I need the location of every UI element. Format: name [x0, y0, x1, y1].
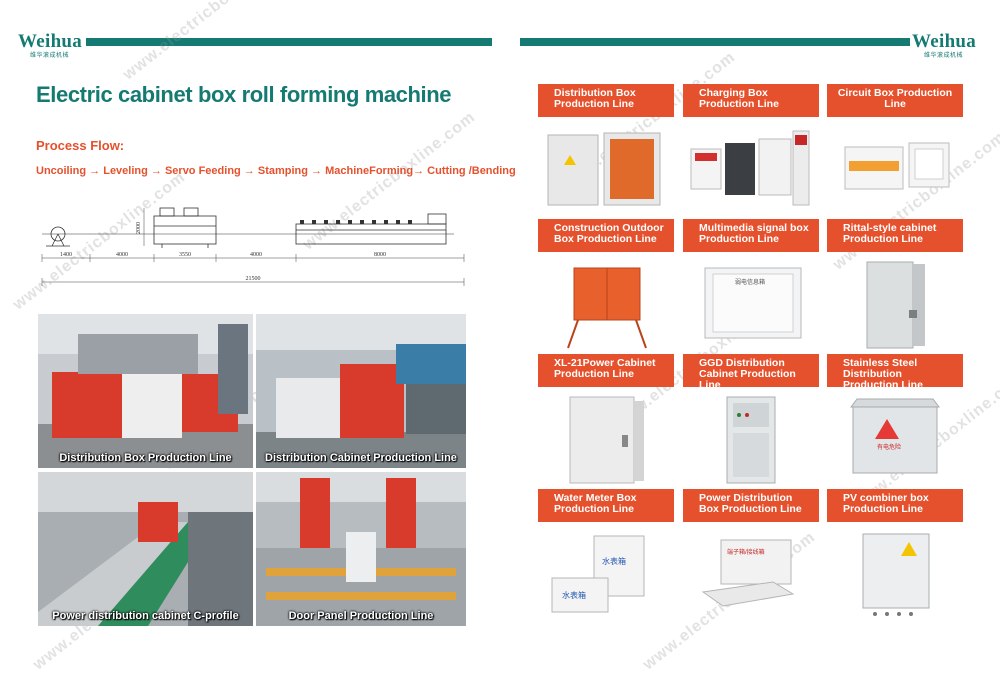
product-label: GGD Distribution Cabinet Production Line [683, 354, 819, 391]
product-card-water-meter-box: Water Meter Box Production Line 水表箱 水表箱 [538, 489, 674, 620]
dim-label: 4000 [116, 252, 128, 258]
product-image: 端子箱/接线箱 [683, 530, 819, 620]
product-card-construction-outdoor-box: Construction Outdoor Box Production Line [538, 219, 674, 350]
product-image [827, 125, 963, 215]
product-card-circuit-box: Circuit Box Production Line [827, 84, 963, 215]
product-label: Water Meter Box Production Line [538, 489, 674, 522]
product-image [827, 530, 963, 620]
product-label: Charging Box Production Line [683, 84, 819, 117]
brand-logo-right: Weihua [912, 31, 977, 52]
brand-logo-left: Weihua [18, 31, 83, 52]
product-card-power-distribution-box: Power Distribution Box Production Line 端… [683, 489, 819, 620]
product-card-charging-box: Charging Box Production Line [683, 84, 819, 215]
product-card-multimedia-box: Multimedia signal box Production Line 弱电… [683, 219, 819, 350]
dim-total: 21500 [246, 276, 261, 282]
dim-label: 3550 [179, 252, 191, 258]
brand-subtitle-right: 维华滚成机械 [924, 53, 964, 59]
product-label: Power Distribution Box Production Line [683, 489, 819, 522]
box-mark: 有电危险 [877, 443, 901, 451]
product-label: Stainless Steel Distribution Production … [827, 354, 963, 391]
product-image [538, 125, 674, 215]
product-image [683, 125, 819, 215]
photo-distribution-cabinet-line: Distribution Cabinet Production Line [256, 314, 466, 468]
product-card-distribution-box: Distribution Box Production Line [538, 84, 674, 215]
product-image [538, 395, 674, 485]
photo-caption: Power distribution cabinet C-profile [52, 610, 239, 622]
photo-door-panel-line: Door Panel Production Line [256, 472, 466, 626]
product-label: Multimedia signal box Production Line [683, 219, 819, 252]
product-label: Distribution Box Production Line [538, 84, 674, 117]
product-image [827, 260, 963, 350]
product-label: Rittal-style cabinet Production Line [827, 219, 963, 252]
product-card-xl21-cabinet: XL-21Power Cabinet Production Line [538, 354, 674, 485]
dim-label: 1400 [60, 252, 72, 258]
product-card-pv-combiner-box: PV combiner box Production Line [827, 489, 963, 620]
line-layout-drawing: 1400 4000 3550 4000 8000 21500 2000 [41, 207, 465, 286]
product-card-stainless-box: Stainless Steel Distribution Production … [827, 354, 963, 485]
photo-caption: Distribution Cabinet Production Line [265, 452, 457, 464]
photo-c-profile-line: Power distribution cabinet C-profile [38, 472, 253, 626]
product-label: XL-21Power Cabinet Production Line [538, 354, 674, 387]
product-image [683, 395, 819, 485]
product-card-rittal-cabinet: Rittal-style cabinet Production Line [827, 219, 963, 350]
photo-distribution-box-line: Distribution Box Production Line [38, 314, 253, 468]
dim-label: 8000 [374, 252, 386, 258]
brand-subtitle-left: 维华滚成机械 [30, 53, 70, 59]
product-label: Construction Outdoor Box Production Line [538, 219, 674, 252]
dim-height: 2000 [136, 222, 142, 234]
product-image: 水表箱 水表箱 [538, 530, 674, 620]
box-mark: 水表箱 [602, 556, 626, 566]
box-mark: 弱电信息箱 [735, 278, 765, 286]
product-label: PV combiner box Production Line [827, 489, 963, 522]
photo-caption: Door Panel Production Line [288, 610, 434, 622]
process-flow-steps: Uncoiling → Leveling → Servo Feeding → S… [36, 165, 516, 177]
header-bar-right [520, 38, 910, 46]
page-title: Electric cabinet box roll forming machin… [36, 82, 452, 107]
box-mark: 端子箱/接线箱 [727, 548, 765, 556]
photo-caption: Distribution Box Production Line [59, 452, 232, 464]
product-card-ggd-cabinet: GGD Distribution Cabinet Production Line [683, 354, 819, 485]
product-image: 有电危险 [827, 395, 963, 485]
header-bar-left [86, 38, 492, 46]
process-flow-label: Process Flow: [36, 138, 125, 153]
product-label: Circuit Box Production Line [827, 84, 963, 117]
product-image: 弱电信息箱 [683, 260, 819, 350]
box-mark: 水表箱 [562, 590, 586, 600]
dim-label: 4000 [250, 252, 262, 258]
product-image [538, 260, 674, 350]
